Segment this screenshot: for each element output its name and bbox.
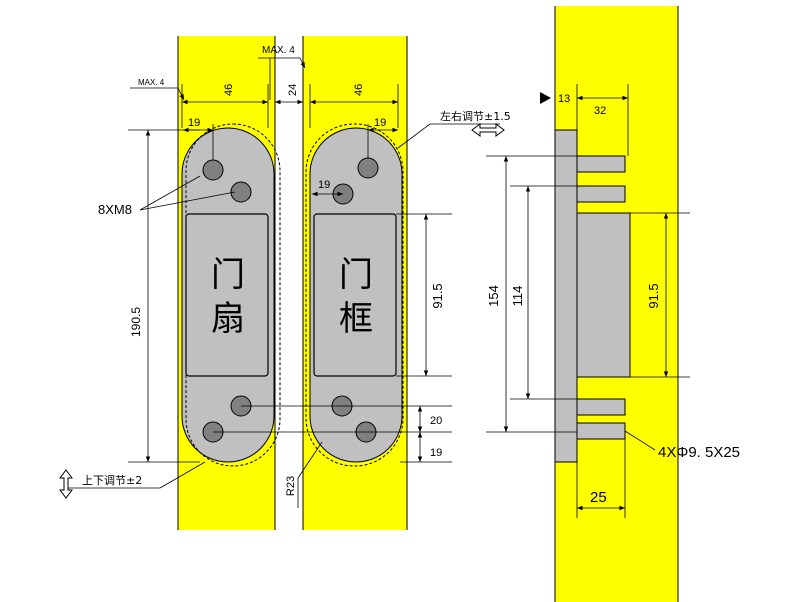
lateral-adjust-label: 左右调节±1.5 bbox=[440, 109, 511, 123]
max-gap-top-label: MAX. 4 bbox=[262, 45, 295, 56]
slot-3 bbox=[576, 398, 626, 416]
offset-arrow-icon bbox=[540, 92, 551, 104]
frame-plate: 门 框 bbox=[305, 123, 404, 467]
lateral-adjust-arrow-icon bbox=[471, 123, 505, 137]
slot-1 bbox=[576, 155, 626, 173]
leaf-plate: 门 扇 bbox=[181, 123, 281, 467]
hole-pitch-label: 20 bbox=[430, 415, 442, 427]
height-114-label: 114 bbox=[510, 286, 525, 307]
leaf-label-bottom: 扇 bbox=[211, 299, 245, 339]
offset-13-label: 13 bbox=[558, 93, 570, 105]
frame-label-top: 门 bbox=[339, 255, 373, 295]
dimension-lines-left bbox=[66, 57, 500, 508]
right-body-height-label: 91.5 bbox=[646, 283, 661, 308]
frame-hole-offset-inner-label: 19 bbox=[318, 179, 330, 191]
vertical-adjust-label: 上下调节±2 bbox=[82, 474, 142, 487]
slot-length-label: 25 bbox=[590, 489, 607, 506]
slot-4 bbox=[576, 422, 626, 440]
leaf-length-label: 190.5 bbox=[129, 307, 143, 337]
radius-label: R23 bbox=[285, 476, 297, 496]
leaf-label-top: 门 bbox=[211, 255, 245, 295]
frame-width-label: 46 bbox=[353, 84, 365, 96]
center-gap-label: 24 bbox=[287, 84, 299, 96]
frame-hole-offset-label: 19 bbox=[374, 117, 386, 129]
frame-label-bottom: 框 bbox=[339, 299, 373, 339]
hole-bottom-label: 19 bbox=[430, 447, 442, 459]
dimension-lines-right bbox=[486, 84, 690, 518]
screw-spec-label: 8XM8 bbox=[98, 202, 132, 217]
offset-32-label: 32 bbox=[594, 105, 606, 117]
slot-2 bbox=[576, 185, 626, 203]
leaf-hole-2 bbox=[230, 181, 252, 203]
leaf-hole-1 bbox=[202, 159, 224, 181]
max-gap-left-label: MAX. 4 bbox=[138, 78, 165, 87]
slot-spec-label: 4XΦ9. 5X25 bbox=[658, 444, 740, 461]
height-154-label: 154 bbox=[486, 285, 501, 307]
leaf-width-label: 46 bbox=[223, 84, 235, 96]
vertical-adjust-arrow-icon bbox=[59, 469, 73, 499]
side-view-body bbox=[554, 129, 631, 463]
leaf-hole-offset-label: 19 bbox=[188, 117, 200, 129]
frame-hole-1 bbox=[357, 157, 379, 179]
body-height-label: 91.5 bbox=[430, 283, 445, 308]
